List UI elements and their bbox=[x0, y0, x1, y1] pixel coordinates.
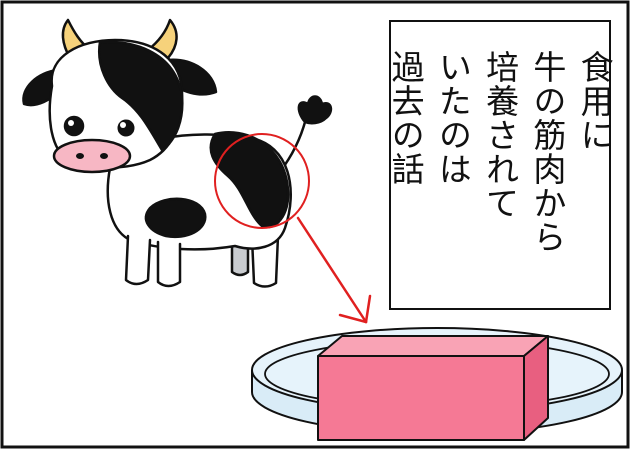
cow-spot-large bbox=[209, 131, 290, 229]
caption-line-5: 過去の話 bbox=[386, 50, 426, 186]
caption-box: 食用に 牛の筋肉から 培養されて いたのは 過去の話 bbox=[386, 20, 614, 310]
cow-eye-right bbox=[116, 118, 136, 138]
cow-tail-tuft bbox=[297, 95, 333, 125]
cow-spot-small bbox=[144, 197, 207, 239]
arrow-to-dish bbox=[296, 216, 372, 324]
caption-line-3: 培養されて bbox=[480, 50, 520, 220]
cow-nose bbox=[52, 138, 132, 174]
cow-illustration bbox=[22, 18, 333, 288]
caption-line-1: 食用に bbox=[575, 50, 615, 152]
cultured-meat-block bbox=[317, 335, 549, 441]
highlight-circle bbox=[214, 133, 310, 229]
cow-head-spot bbox=[97, 40, 184, 152]
caption-line-2: 牛の筋肉から bbox=[527, 50, 567, 254]
cow-eye-left bbox=[63, 115, 85, 137]
caption-line-4: いたのは bbox=[433, 50, 473, 186]
